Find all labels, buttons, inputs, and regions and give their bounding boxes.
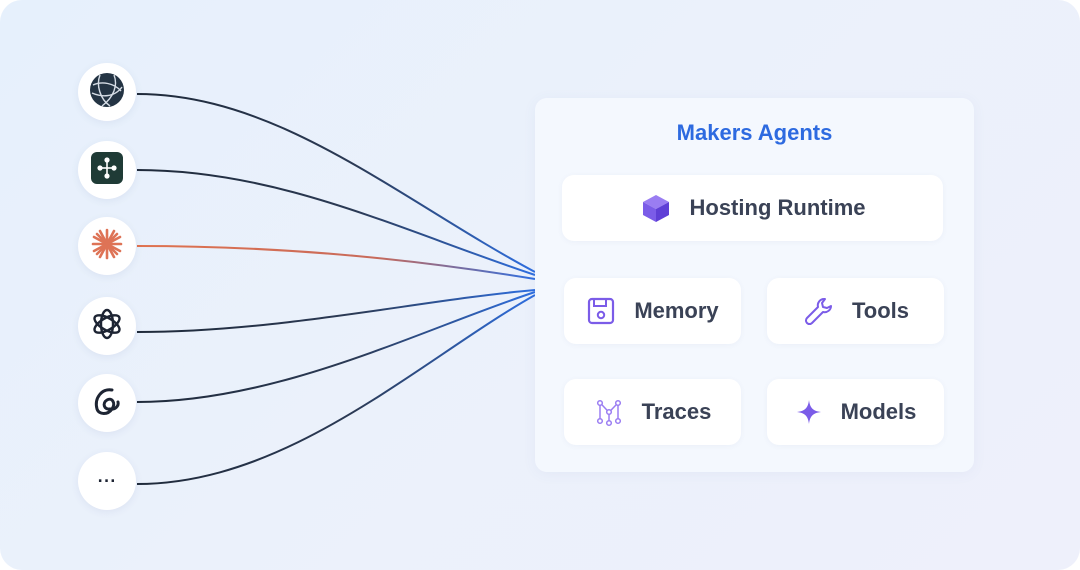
memory-label: Memory [634,298,719,323]
floppy-disk-icon [586,296,616,326]
connector-line-5 [136,291,536,403]
hosting-runtime-label: Hosting Runtime [689,195,866,220]
models-label: Models [840,399,917,424]
tools-card[interactable]: Tools [767,278,944,344]
models-card[interactable]: Models [767,379,944,445]
openai-source[interactable] [78,297,136,355]
hosting-runtime-card[interactable]: Hosting Runtime [562,175,943,241]
connector-line-4 [136,289,536,333]
nodes-graph-icon [594,397,624,427]
swirl-logo-source[interactable] [78,374,136,432]
tools-label: Tools [851,298,910,323]
sparkle-icon [795,398,823,426]
connector-line-3 [136,245,536,280]
more-icon: ... [97,470,117,486]
openai-knot-icon [88,305,126,348]
anthropic-source[interactable] [78,217,136,275]
globe-icon [88,71,126,114]
cube-icon [640,192,672,224]
anthropic-asterisk-icon [88,225,126,268]
globe-source[interactable] [78,63,136,121]
connector-line-2 [136,169,536,276]
traces-card[interactable]: Traces [564,379,741,445]
panel-title: Makers Agents [676,120,833,145]
swirl-logo-icon [88,382,126,425]
makers-agents-panel: Makers Agents Hosting Runtime Memory [535,98,974,472]
flow-network-icon [90,151,124,190]
traces-label: Traces [641,399,712,424]
connector-line-1 [136,93,536,273]
more-sources-button[interactable]: ... [78,452,136,510]
memory-card[interactable]: Memory [564,278,741,344]
connector-line-6 [136,294,536,485]
flow-network-source[interactable] [78,141,136,199]
wrench-icon [802,295,834,327]
